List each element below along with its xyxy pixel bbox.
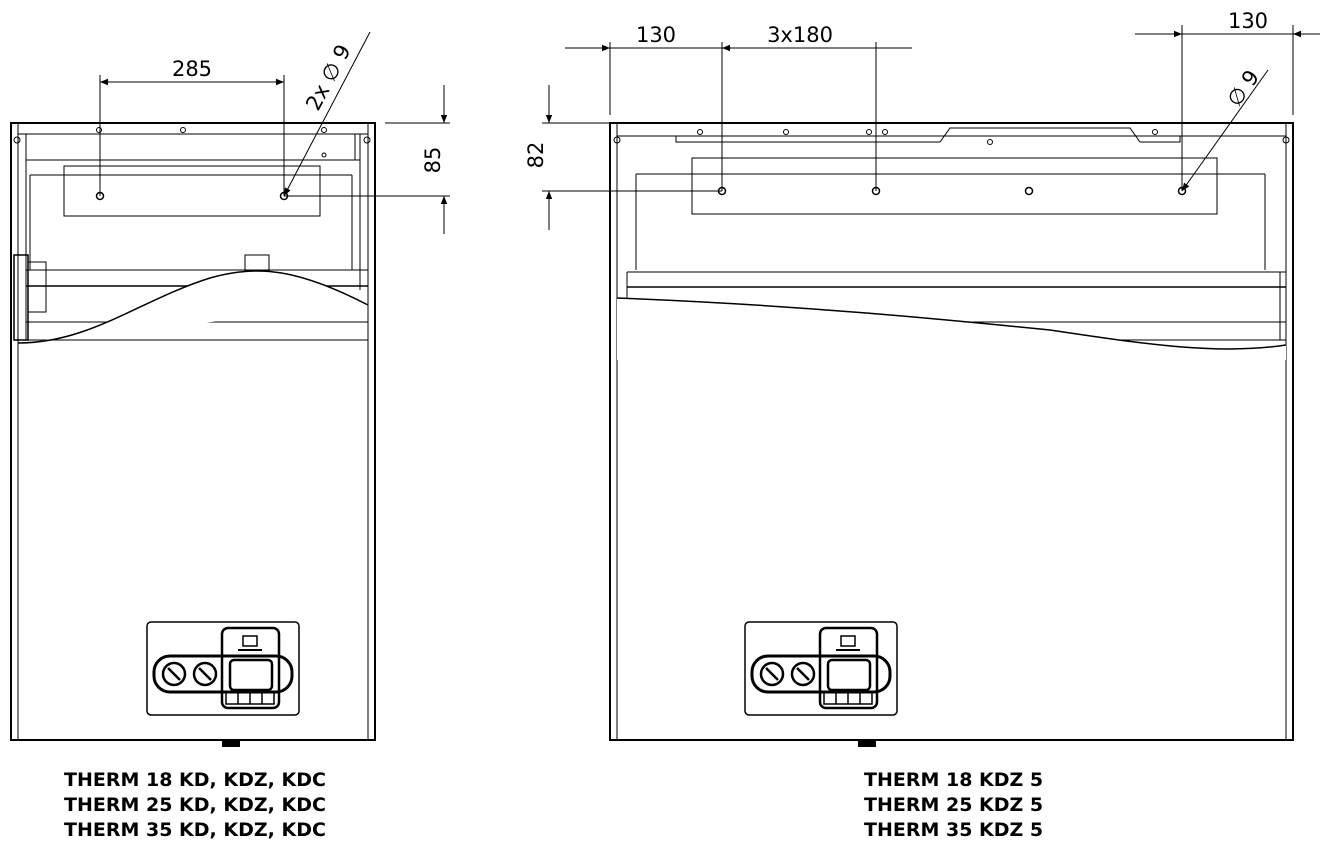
right-dim-left-offset: 130 bbox=[636, 23, 676, 47]
right-model-2: THERM 25 KDZ 5 bbox=[864, 794, 1044, 816]
right-boiler bbox=[609, 122, 1294, 747]
right-dim-vertical: 82 bbox=[524, 142, 548, 169]
left-model-list: THERM 18 KD, KDZ, KDC THERM 25 KD, KDZ, … bbox=[64, 768, 326, 843]
right-model-1: THERM 18 KDZ 5 bbox=[864, 769, 1044, 791]
right-dimensions bbox=[542, 25, 1320, 230]
right-dim-right-offset: 130 bbox=[1228, 9, 1268, 33]
left-dimensions bbox=[99, 31, 450, 234]
left-model-3: THERM 35 KD, KDZ, KDC bbox=[64, 819, 326, 841]
left-model-2: THERM 25 KD, KDZ, KDC bbox=[64, 794, 326, 816]
left-dim-hole-diameter: 2x ∅ 9 bbox=[301, 41, 355, 115]
right-dim-hole-diameter: ∅ 9 bbox=[1222, 66, 1264, 111]
right-model-list: THERM 18 KDZ 5 THERM 25 KDZ 5 THERM 35 K… bbox=[864, 768, 1043, 843]
left-dim-vertical: 85 bbox=[421, 147, 445, 174]
right-model-3: THERM 35 KDZ 5 bbox=[864, 819, 1044, 841]
left-model-1: THERM 18 KD, KDZ, KDC bbox=[64, 769, 326, 791]
right-dim-hole-spacing: 3x180 bbox=[767, 23, 833, 47]
left-dim-hole-spacing: 285 bbox=[172, 57, 212, 81]
left-boiler bbox=[10, 122, 376, 747]
